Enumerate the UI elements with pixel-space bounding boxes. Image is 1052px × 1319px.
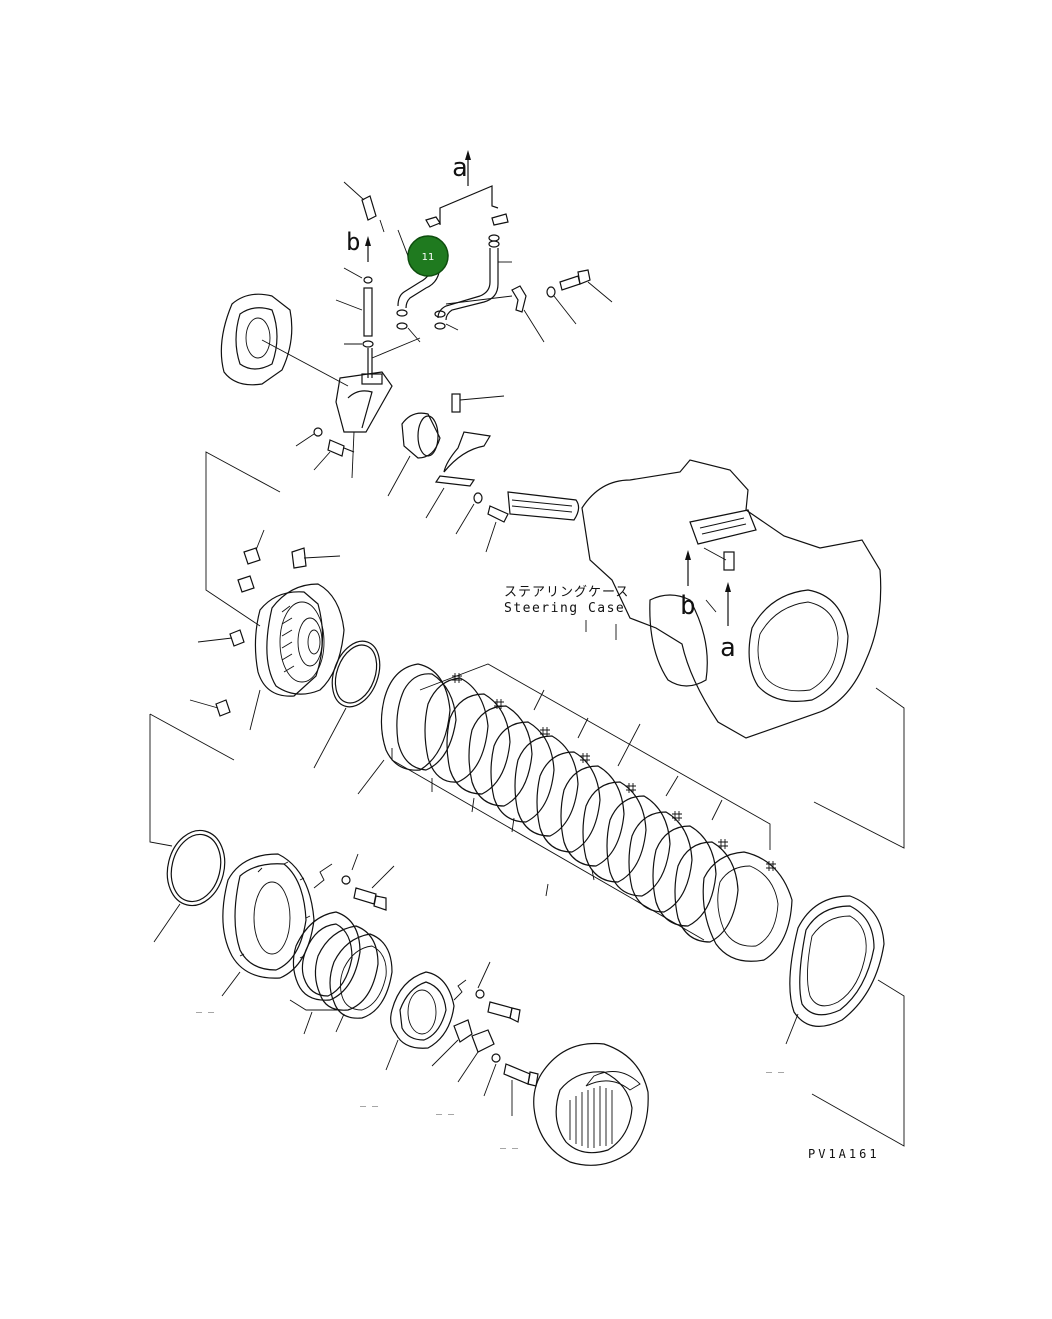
brake-hub-assembly xyxy=(149,451,381,847)
callout-number: 11 xyxy=(422,252,435,263)
steering-case: b a ステアリングケース Steering Case xyxy=(504,459,905,849)
callout-circle[interactable] xyxy=(407,235,449,277)
arrow-label-a-top: a xyxy=(452,153,468,183)
label-placeholder-4: _ _ xyxy=(500,1138,519,1149)
arrow-label-a-case: a xyxy=(720,633,736,663)
label-placeholder-5: _ _ xyxy=(766,1062,785,1073)
callout-11[interactable]: 11 xyxy=(407,235,449,277)
label-placeholder-1: _ _ xyxy=(196,1002,215,1013)
arrow-label-b-case: b xyxy=(680,591,696,621)
retainer-and-ring-gear: _ _ _ _ _ _ _ _ xyxy=(360,895,905,1166)
drawing-code: PV1A161 xyxy=(808,1147,880,1161)
arrow-label-b-left: b xyxy=(346,228,360,256)
piston-and-spring-assembly: _ _ xyxy=(153,829,395,1035)
disc-pack xyxy=(357,663,793,962)
hose-assembly: a b xyxy=(335,150,613,378)
case-label-jp: ステアリングケース xyxy=(504,585,629,600)
case-label-en: Steering Case xyxy=(504,601,625,616)
label-placeholder-3: _ _ xyxy=(436,1104,455,1115)
cover-and-bracket xyxy=(220,293,509,553)
label-placeholder-2: _ _ xyxy=(360,1096,379,1107)
